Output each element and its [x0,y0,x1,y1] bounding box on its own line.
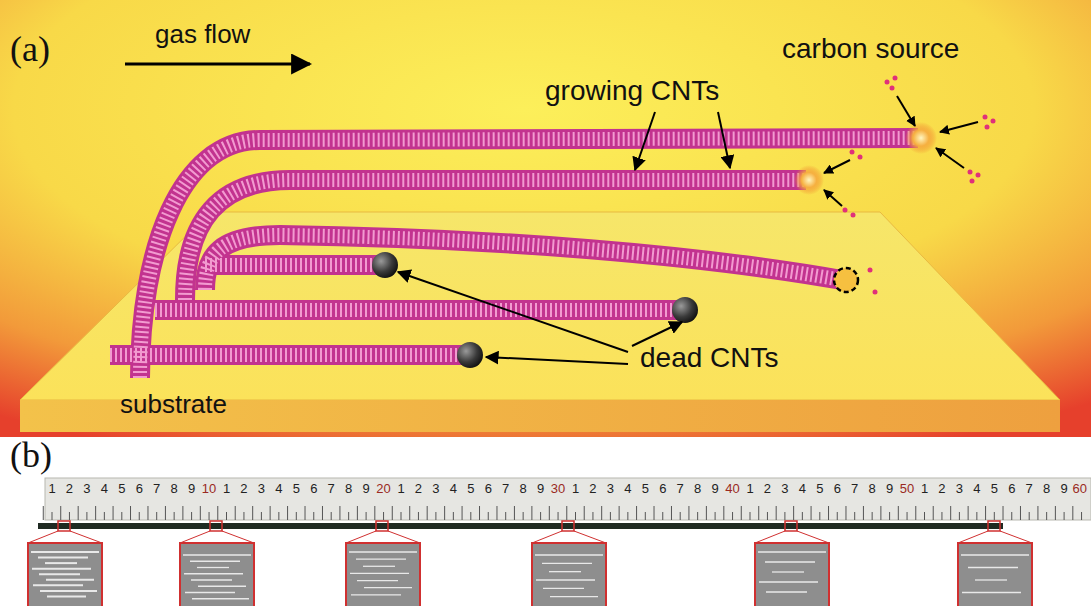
ruler-number: 4 [973,482,980,496]
ruler-number: 60 [1073,482,1087,496]
ruler-number: 6 [485,482,492,496]
ruler-number: 3 [258,482,265,496]
ruler-number: 4 [275,482,282,496]
ruler-number: 7 [328,482,335,496]
ruler-number: 40 [725,482,739,496]
ruler-number: 7 [677,482,684,496]
ruler-number: 9 [188,482,195,496]
ruler-number: 9 [537,482,544,496]
ruler-number: 30 [551,482,565,496]
ruler-number: 1 [746,482,753,496]
ruler-number: 7 [851,482,858,496]
ruler-number: 7 [1026,482,1033,496]
ruler-number: 2 [589,482,596,496]
ruler-number: 8 [869,482,876,496]
ruler-number: 2 [938,482,945,496]
ruler-number: 5 [118,482,125,496]
ruler-number: 7 [153,482,160,496]
ruler-number: 2 [240,482,247,496]
ruler-number: 6 [136,482,143,496]
ruler-number: 2 [66,482,73,496]
part-label: dead CNTs [640,343,779,374]
ruler-number: 10 [202,482,216,496]
ruler-number: 8 [345,482,352,496]
ruler-number: 6 [310,482,317,496]
ruler-number: 3 [432,482,439,496]
ruler-number: 9 [886,482,893,496]
panel-letter: (a) [10,30,50,70]
ruler-number: 5 [816,482,823,496]
ruler-number: 1 [48,482,55,496]
part-label: growing CNTs [545,76,719,107]
ruler-number: 5 [293,482,300,496]
ruler-number: 3 [781,482,788,496]
ruler-number: 3 [607,482,614,496]
ruler-number: 1 [921,482,928,496]
ruler-number: 4 [450,482,457,496]
part-label: carbon source [782,34,959,65]
ruler-number: 9 [362,482,369,496]
part-label: substrate [120,390,227,419]
flow-label: gas flow [155,20,250,49]
ruler-number: 3 [83,482,90,496]
ruler-number: 2 [415,482,422,496]
ruler-number: 9 [711,482,718,496]
ruler-number: 4 [101,482,108,496]
ruler-number: 5 [991,482,998,496]
ruler-number: 5 [642,482,649,496]
ruler-number: 3 [956,482,963,496]
ruler-number: 4 [624,482,631,496]
panel-letter: (b) [10,436,52,476]
ruler-number: 7 [502,482,509,496]
ruler-number: 50 [900,482,914,496]
ruler-number: 1 [397,482,404,496]
ruler-number: 8 [1043,482,1050,496]
ruler-number: 6 [834,482,841,496]
ruler-number: 8 [694,482,701,496]
ruler-number: 1 [223,482,230,496]
ruler-number: 4 [799,482,806,496]
ruler-number: 20 [376,482,390,496]
ruler-number: 9 [1060,482,1067,496]
ruler-number: 6 [659,482,666,496]
ruler-number: 5 [467,482,474,496]
ruler-number: 6 [1008,482,1015,496]
ruler-number: 8 [520,482,527,496]
ruler-number: 2 [764,482,771,496]
ruler-number: 1 [572,482,579,496]
ruler-number: 8 [171,482,178,496]
